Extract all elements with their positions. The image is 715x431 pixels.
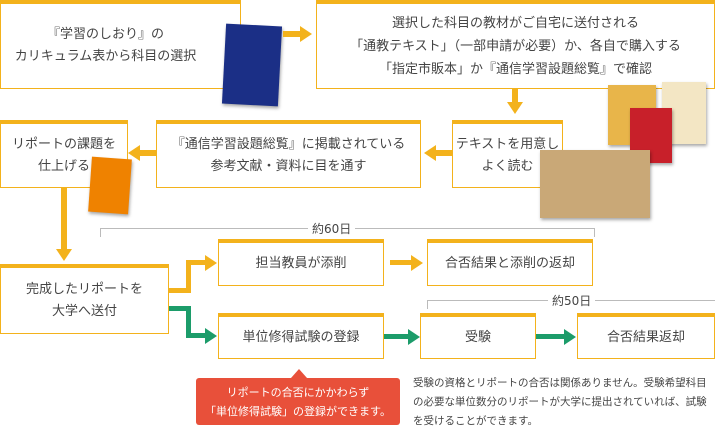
- step-take-exam: 受験: [420, 313, 536, 359]
- callout-registration: リポートの合否にかかわらず 「単位修得試験」の登録ができます。: [196, 378, 400, 425]
- flow-line: [186, 262, 191, 293]
- study-guide-book-image: [221, 23, 283, 107]
- flow-line: [186, 260, 206, 265]
- flow-line: [186, 306, 191, 338]
- step-review-references: 『通信学習設題総覧』に掲載されている 参考文献・資料に目を通す: [156, 120, 421, 188]
- arrow-head: [507, 102, 523, 114]
- printed-materials-image: [540, 150, 650, 218]
- arrow-head: [564, 329, 576, 345]
- arrow-down: [512, 89, 518, 103]
- arrow-right: [283, 31, 301, 37]
- arrow-right: [536, 334, 566, 339]
- callout-pointer: [291, 369, 307, 378]
- arrow-head: [424, 145, 436, 161]
- step-teacher-correction: 担当教員が添削: [218, 239, 384, 286]
- arrow-head: [128, 145, 140, 161]
- report-book-image: [88, 156, 132, 215]
- arrow-left: [140, 150, 156, 156]
- arrow-head: [205, 328, 217, 344]
- step-textbook-delivery: 選択した科目の教材がご自宅に送付される 「通教テキスト」（一部申請が必要）か、各…: [316, 0, 715, 89]
- flow-line: [186, 333, 206, 338]
- step-select-subject: 『学習のしおり』の カリキュラム表から科目の選択: [0, 0, 241, 89]
- arrow-right: [384, 334, 410, 339]
- flow-line: [169, 288, 191, 293]
- arrow-down: [61, 188, 67, 250]
- arrow-right: [390, 260, 412, 265]
- duration-report: 約60日: [308, 220, 356, 237]
- arrow-head: [205, 255, 217, 271]
- arrow-head: [408, 329, 420, 345]
- step-exam-registration: 単位修得試験の登録: [218, 313, 384, 359]
- arrow-head: [411, 255, 423, 271]
- step-report-result: 合否結果と添削の返却: [427, 239, 593, 286]
- duration-exam: 約50日: [548, 292, 596, 309]
- arrow-head: [56, 249, 72, 261]
- step-exam-result: 合否結果返却: [577, 313, 715, 359]
- arrow-head: [300, 26, 312, 42]
- exam-note: 受験の資格とリポートの合否は関係ありません。受験希望科目の必要な単位数分のリポー…: [413, 377, 707, 427]
- arrow-left: [436, 150, 452, 156]
- step-submit-report: 完成したリポートを 大学へ送付: [0, 264, 169, 334]
- flow-line: [169, 306, 191, 311]
